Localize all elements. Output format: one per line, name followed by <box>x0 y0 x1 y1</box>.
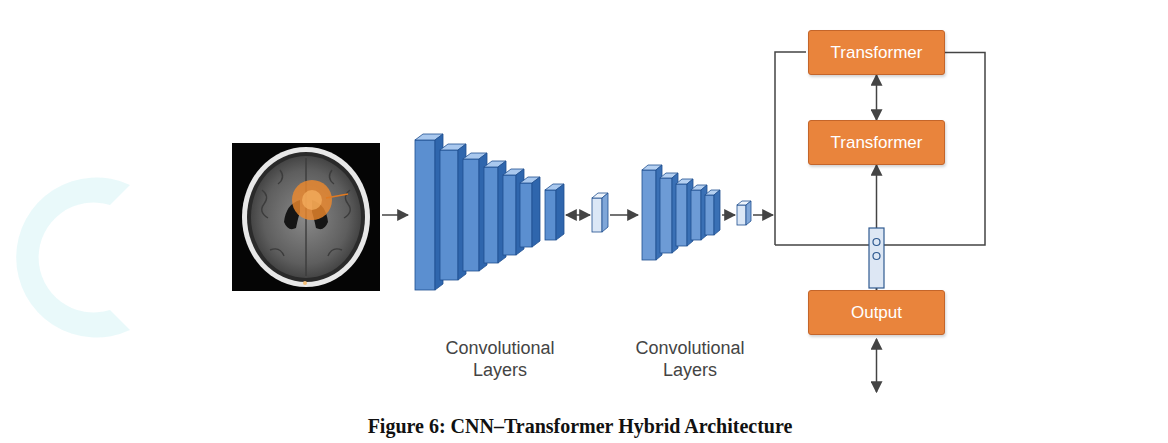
box-label: Transformer <box>831 43 923 63</box>
feature-map <box>592 193 608 232</box>
watermark <box>16 178 130 338</box>
layer-label: Convolutional Layers <box>620 338 760 381</box>
connector <box>876 75 878 120</box>
figure-caption: Figure 6: CNN–Transformer Hybrid Archite… <box>368 415 793 438</box>
box-label: Transformer <box>831 133 923 153</box>
connector <box>877 53 986 291</box>
feature-map <box>737 201 751 225</box>
brain-mri <box>232 143 380 291</box>
token-vector <box>869 228 884 288</box>
conv-stack <box>642 165 720 260</box>
output-arrow <box>876 339 878 392</box>
transformer-box: Transformer <box>808 120 945 165</box>
box-label: Output <box>851 303 902 323</box>
conv-stack <box>415 134 564 290</box>
transformer-box: Output <box>808 290 945 335</box>
layer-label: Convolutional Layers <box>430 338 570 381</box>
transformer-box: Transformer <box>808 30 945 75</box>
